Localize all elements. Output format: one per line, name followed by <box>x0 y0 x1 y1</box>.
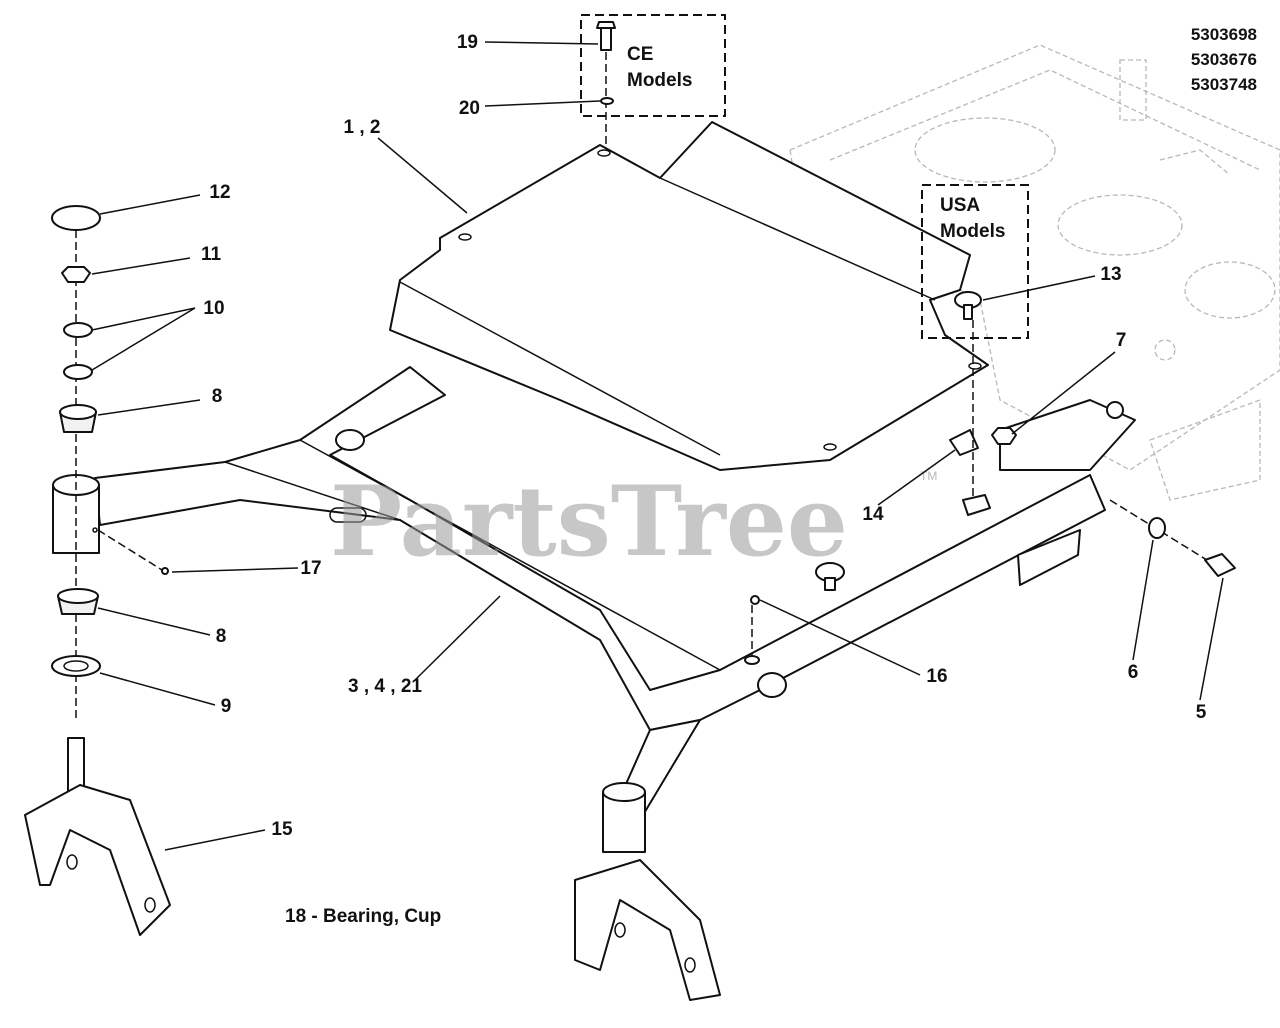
callout-numbers: 19 20 1 , 2 12 11 10 8 17 8 9 15 3 , 4 ,… <box>201 32 1207 840</box>
callout-14: 14 <box>862 504 884 525</box>
callout-8-bottom: 8 <box>216 626 227 647</box>
usa-box-line2: Models <box>940 221 1005 242</box>
model-number-2: 5303676 <box>1191 50 1257 69</box>
watermark-tm: TM <box>920 469 937 483</box>
callout-6: 6 <box>1128 662 1139 683</box>
callout-10: 10 <box>203 298 224 319</box>
right-hardware <box>596 21 1236 665</box>
callout-15: 15 <box>271 819 293 840</box>
callout-12: 12 <box>209 182 230 203</box>
model-numbers: 5303698 5303676 5303748 <box>1191 25 1257 94</box>
callout-19: 19 <box>457 32 478 53</box>
ghost-mower-frame <box>789 44 1280 501</box>
seat-pan <box>389 121 989 471</box>
right-caster-fork <box>574 859 721 1001</box>
callout-1-2: 1 , 2 <box>344 117 381 138</box>
callout-7: 7 <box>1116 330 1127 351</box>
caster-stack <box>24 205 171 936</box>
leader-lines <box>91 41 1224 851</box>
callout-11: 11 <box>201 244 222 265</box>
watermark-text: PartsTree <box>330 465 848 578</box>
ce-models-box: CE Models <box>580 14 726 117</box>
main-frame <box>52 366 1136 853</box>
callout-13: 13 <box>1100 264 1121 285</box>
usa-box-line1: USA <box>940 195 980 216</box>
callout-20: 20 <box>459 98 480 119</box>
usa-models-box: USA Models <box>921 184 1029 339</box>
model-number-1: 5303698 <box>1191 25 1257 44</box>
ce-box-line2: Models <box>627 70 692 91</box>
callout-9: 9 <box>221 696 232 717</box>
callout-16: 16 <box>926 666 947 687</box>
callout-17: 17 <box>300 558 321 579</box>
callout-3-4-21: 3 , 4 , 21 <box>348 676 422 697</box>
callout-8-top: 8 <box>212 386 223 407</box>
callout-5: 5 <box>1196 702 1207 723</box>
model-number-3: 5303748 <box>1191 75 1257 94</box>
ce-box-line1: CE <box>627 44 653 65</box>
footnote-bearing-cup: 18 - Bearing, Cup <box>285 906 441 927</box>
